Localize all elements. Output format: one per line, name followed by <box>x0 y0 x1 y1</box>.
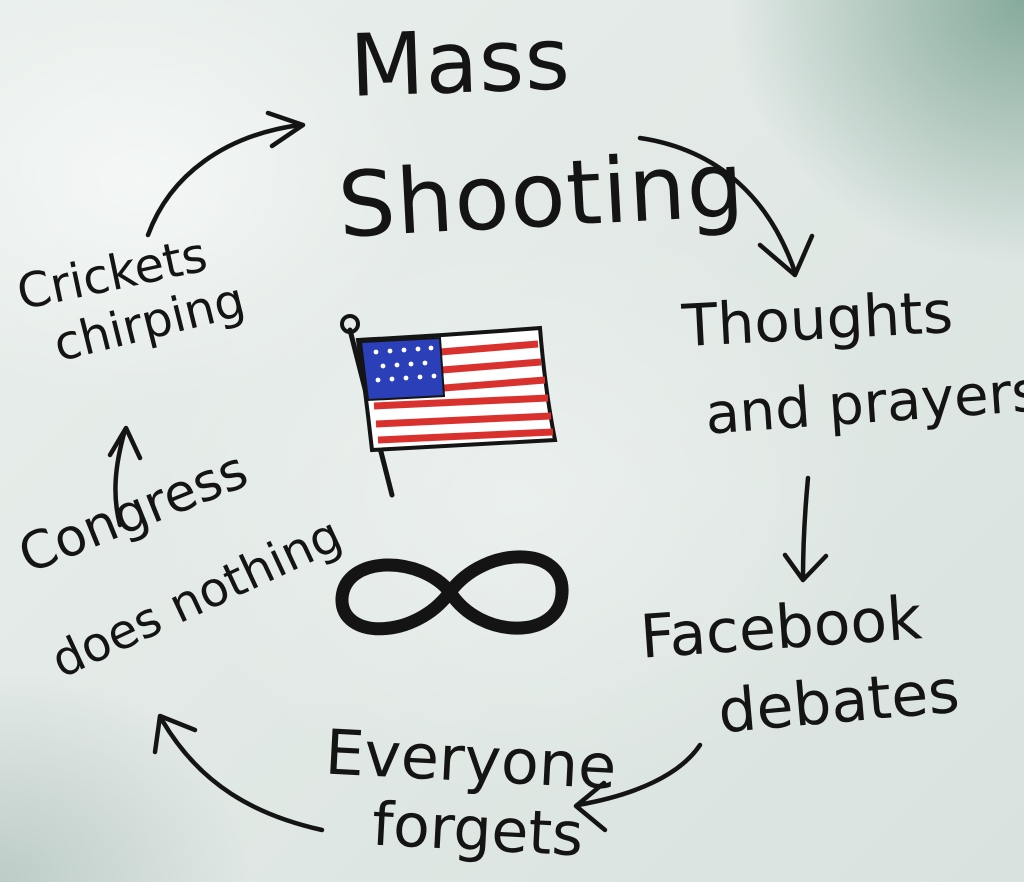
arrow-everyone-to-congress <box>152 713 325 833</box>
node-everyone-line2: forgets <box>370 789 585 871</box>
arrow-congress-to-crickets <box>107 425 143 528</box>
infinity-icon <box>335 550 569 636</box>
arrow-mass-shooting-to-thoughts <box>637 135 815 278</box>
arrow-facebook-to-everyone <box>573 742 703 833</box>
node-mass-shooting-line1: Mass <box>348 9 573 117</box>
node-everyone-line1: Everyone <box>323 715 619 804</box>
arrow-crickets-to-mass-shooting <box>145 110 306 238</box>
arrow-thoughts-to-facebook <box>782 475 829 583</box>
us-flag-icon <box>340 314 558 498</box>
node-mass-shooting-line2: Shooting <box>335 132 748 259</box>
node-thoughts-line1: Thoughts <box>680 277 955 361</box>
